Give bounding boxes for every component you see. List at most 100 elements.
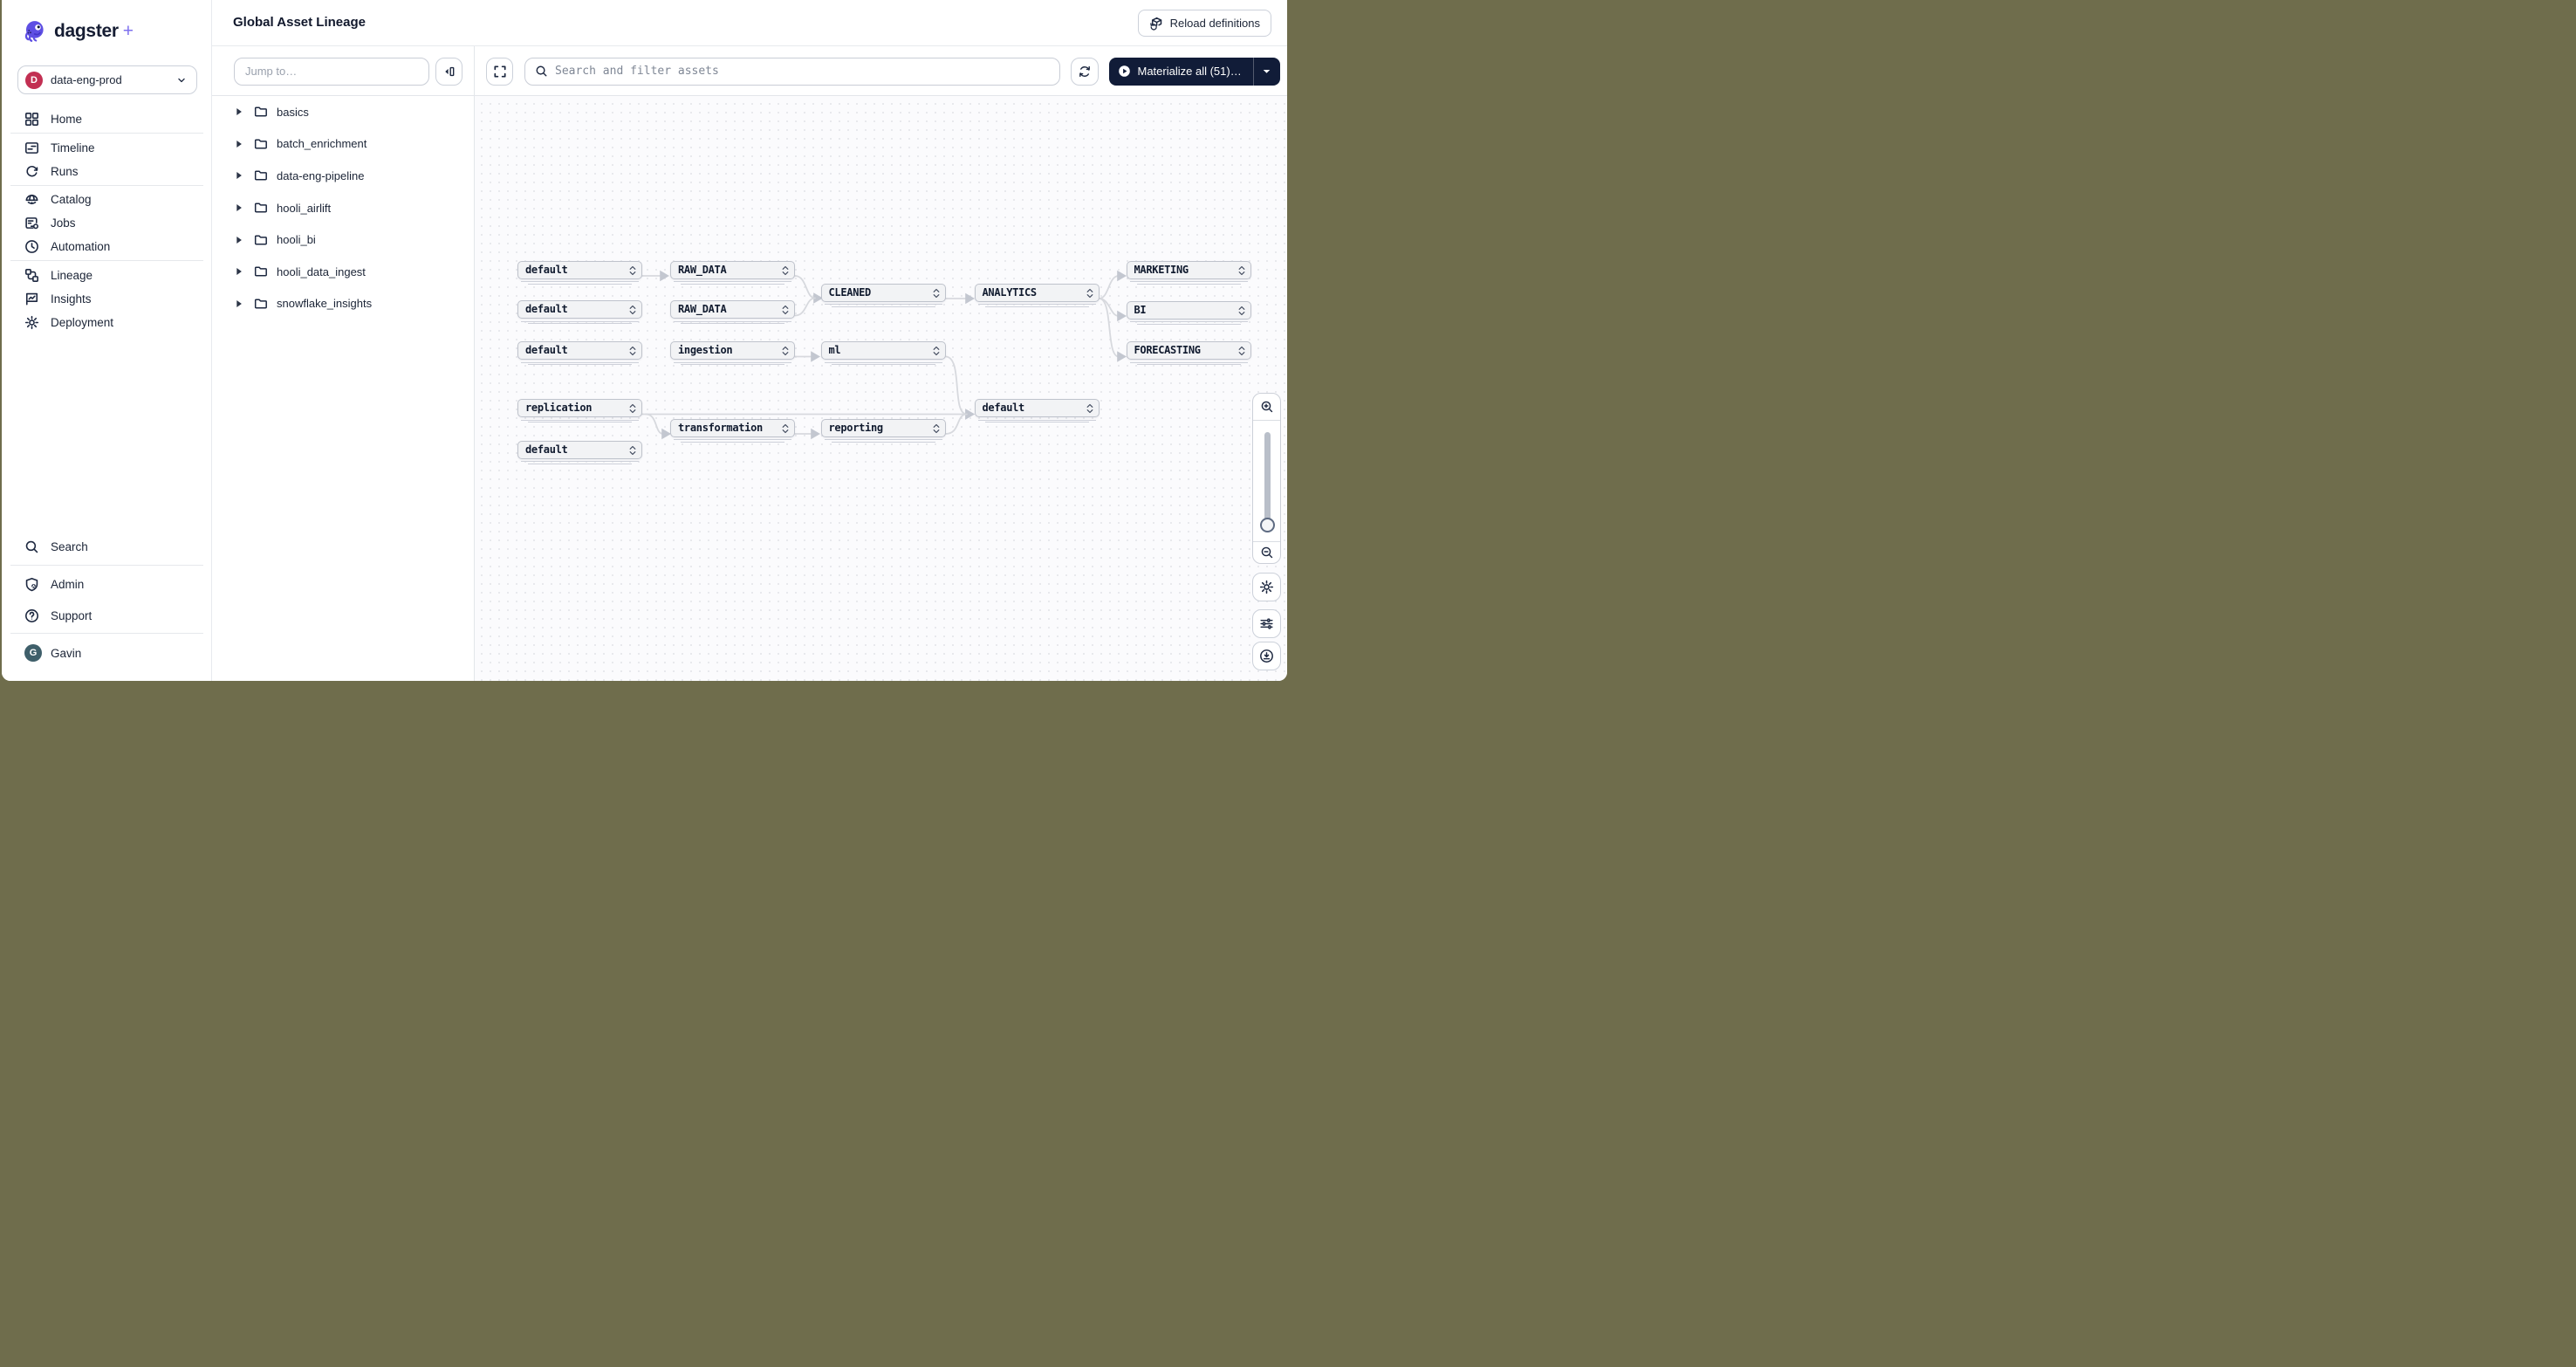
graph-node[interactable]: FORECASTING <box>1126 341 1251 366</box>
sidebar-item-label: Home <box>51 113 83 126</box>
unfold-icon <box>629 445 636 455</box>
nav-divider <box>10 564 203 566</box>
sidebar-item-automation[interactable]: Automation <box>2 235 212 258</box>
tree-folder-label: hooli_bi <box>277 233 316 247</box>
sidebar-item-label: Search <box>51 540 88 553</box>
tree-folder-label: basics <box>277 105 309 119</box>
graph-node[interactable]: ANALYTICS <box>974 283 1100 307</box>
sidebar-item-jobs[interactable]: Jobs <box>2 211 212 235</box>
tree-folder-label: snowflake_insights <box>277 297 373 311</box>
sidebar-item-lineage[interactable]: Lineage <box>2 264 212 287</box>
asset-search-input[interactable] <box>524 58 1060 86</box>
node-stack-line <box>521 320 639 322</box>
sidebar-item-label: Support <box>51 608 92 622</box>
node-stack-line <box>1129 321 1248 323</box>
graph-node[interactable]: replication <box>517 399 642 423</box>
graph-node[interactable]: RAW_DATA <box>670 260 795 285</box>
graph-node[interactable]: ingestion <box>670 341 795 366</box>
download-button[interactable] <box>1252 642 1281 670</box>
graph-node[interactable]: default <box>517 341 642 366</box>
node-stack-line <box>1136 323 1241 325</box>
materialize-all-button[interactable]: Materialize all (51)… <box>1109 65 1253 78</box>
graph-node[interactable]: CLEANED <box>820 283 946 307</box>
unfold-icon <box>782 346 789 356</box>
graph-node-label: default <box>982 402 1025 414</box>
sidebar-item-support[interactable]: Support <box>2 604 212 628</box>
graph-node[interactable]: ml <box>820 341 946 366</box>
materialize-dropdown-button[interactable] <box>1252 58 1281 86</box>
graph-node-label: RAW_DATA <box>678 263 727 276</box>
sidebar-item-catalog[interactable]: Catalog <box>2 188 212 211</box>
graph-filters-button[interactable] <box>1252 609 1281 638</box>
search-icon <box>24 539 39 554</box>
zoom-slider-thumb[interactable] <box>1259 518 1275 532</box>
node-stack-line <box>1136 364 1241 366</box>
download-circle-icon <box>1259 649 1274 663</box>
unfold-icon <box>1086 403 1093 414</box>
refresh-button[interactable] <box>1071 58 1099 86</box>
graph-node-label: MARKETING <box>1134 263 1189 276</box>
panel-divider <box>474 46 475 681</box>
zoom-out-button[interactable] <box>1253 541 1280 563</box>
sidebar-item-timeline[interactable]: Timeline <box>2 136 212 160</box>
deployment-avatar: D <box>25 71 43 89</box>
caret-right-icon <box>236 267 243 276</box>
folder-icon <box>254 168 268 182</box>
sidebar-item-user[interactable]: G Gavin <box>2 641 212 665</box>
unfold-icon <box>1086 288 1093 298</box>
node-stack-line <box>674 361 791 363</box>
caret-right-icon <box>236 299 243 308</box>
graph-node-label: replication <box>525 402 593 414</box>
tree-folder-batch_enrichment[interactable]: batch_enrichment <box>212 128 474 161</box>
nav-divider <box>10 184 203 186</box>
zoom-slider[interactable] <box>1259 432 1275 532</box>
sidebar-item-home[interactable]: Home <box>2 107 212 131</box>
user-avatar: G <box>24 644 42 662</box>
zoom-in-button[interactable] <box>1253 394 1280 421</box>
tree-folder-hooli_airlift[interactable]: hooli_airlift <box>212 192 474 224</box>
tree-folder-data-eng-pipeline[interactable]: data-eng-pipeline <box>212 160 474 192</box>
jobs-icon <box>24 216 39 230</box>
graph-node-label: ANALYTICS <box>982 285 1038 299</box>
sidebar-item-search[interactable]: Search <box>2 535 212 559</box>
graph-settings-button[interactable] <box>1252 573 1281 601</box>
graph-node[interactable]: default <box>517 260 642 285</box>
sidebar-item-admin[interactable]: Admin <box>2 573 212 596</box>
tree-folder-hooli_bi[interactable]: hooli_bi <box>212 223 474 256</box>
reload-definitions-button[interactable]: Reload definitions <box>1137 10 1271 37</box>
sidebar-item-label: Admin <box>51 577 85 591</box>
graph-node[interactable]: default <box>974 399 1100 423</box>
materialize-all-label: Materialize all (51)… <box>1137 65 1242 79</box>
jump-to-input[interactable] <box>234 58 429 86</box>
node-stack-line <box>521 281 639 283</box>
graph-node[interactable]: BI <box>1126 300 1251 325</box>
tree-folder-hooli_data_ingest[interactable]: hooli_data_ingest <box>212 256 474 288</box>
sidebar-item-label: Jobs <box>51 216 76 230</box>
collapse-panel-button[interactable] <box>435 58 462 86</box>
graph-node[interactable]: default <box>517 440 642 464</box>
graph-node[interactable]: default <box>517 300 642 325</box>
page-title: Global Asset Lineage <box>233 15 366 30</box>
admin-icon <box>24 577 39 592</box>
deployment-switcher[interactable]: D data-eng-prod <box>17 65 197 94</box>
sidebar-item-insights[interactable]: Insights <box>2 287 212 311</box>
sidebar-item-runs[interactable]: Runs <box>2 160 212 183</box>
sidebar-item-label: Lineage <box>51 268 93 282</box>
unfold-icon <box>1238 346 1245 356</box>
deployment-icon <box>24 315 39 330</box>
node-stack-line <box>674 439 791 441</box>
graph-node[interactable]: transformation <box>670 418 795 443</box>
package-reload-icon <box>1149 17 1163 31</box>
node-stack-line <box>824 304 942 306</box>
sidebar-item-deployment[interactable]: Deployment <box>2 311 212 334</box>
tree-folder-snowflake_insights[interactable]: snowflake_insights <box>212 288 474 320</box>
zoom-out-icon <box>1260 546 1274 560</box>
graph-node[interactable]: RAW_DATA <box>670 300 795 325</box>
fullscreen-button[interactable] <box>486 58 513 86</box>
graph-node[interactable]: reporting <box>820 418 946 443</box>
graph-node[interactable]: MARKETING <box>1126 260 1251 285</box>
tree-folder-basics[interactable]: basics <box>212 96 474 128</box>
